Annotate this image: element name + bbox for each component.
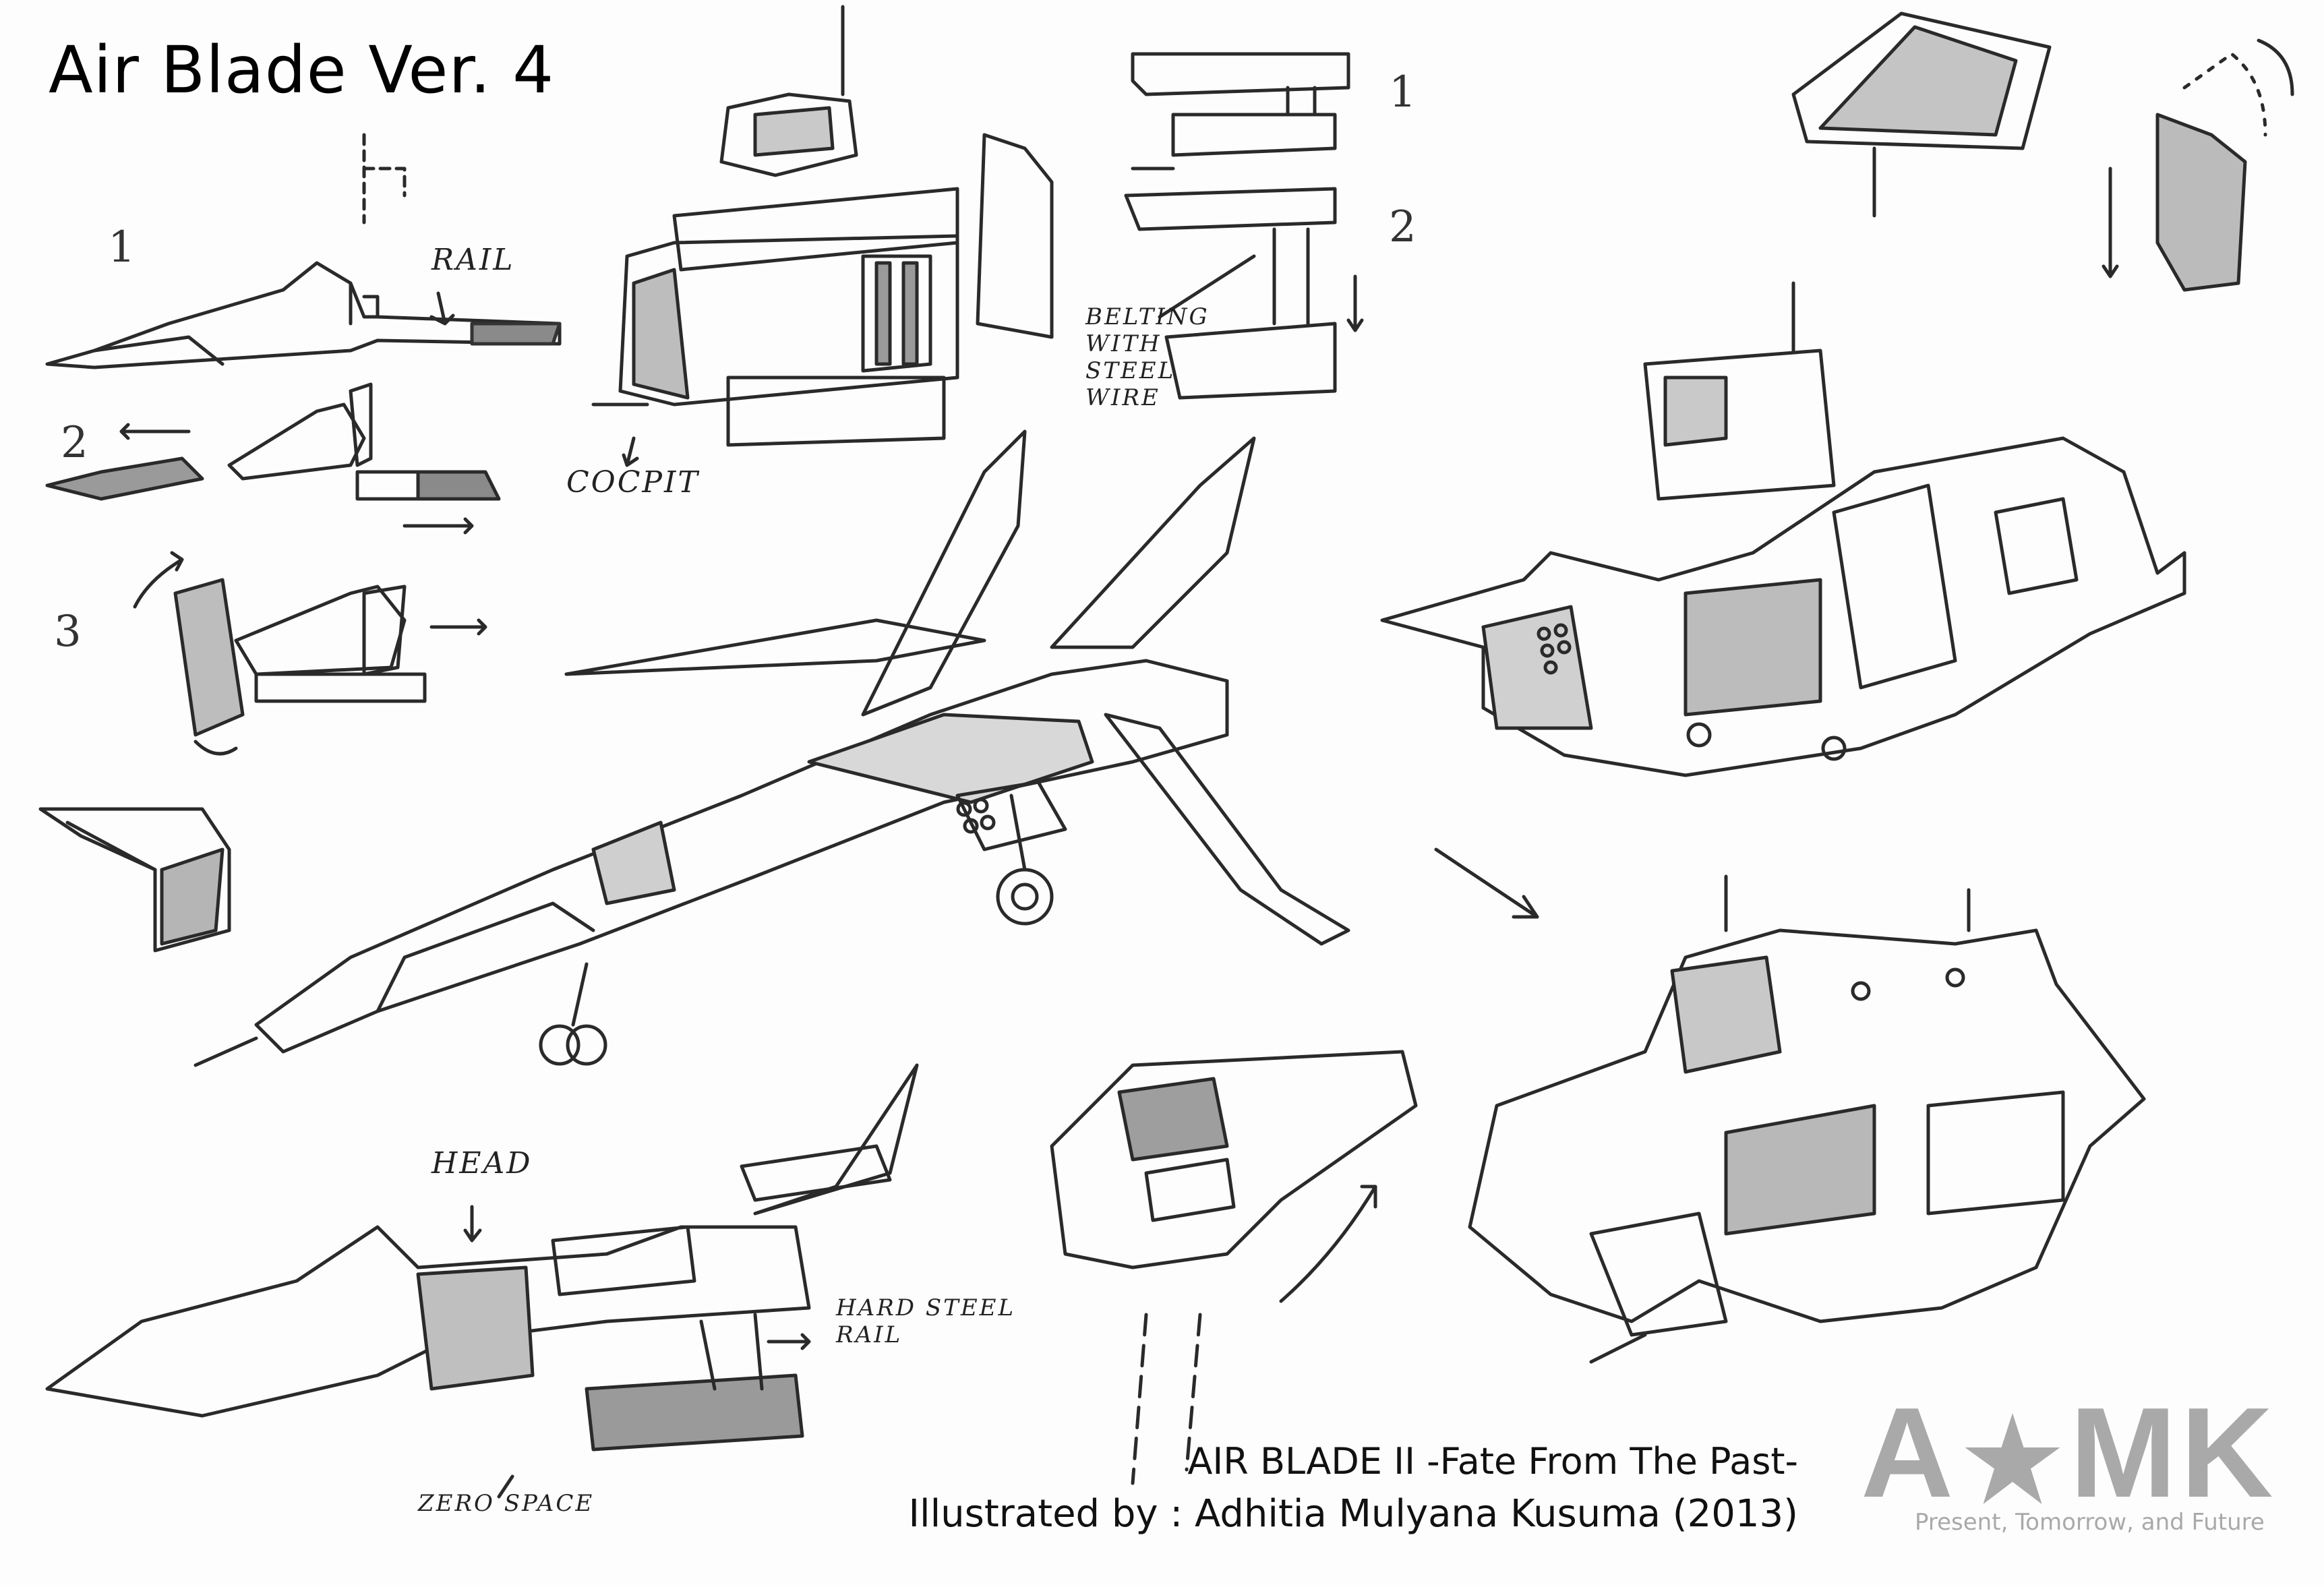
sketch-robot-deployed bbox=[1468, 874, 2146, 1364]
annotation-cockpit: COCPIT bbox=[566, 465, 700, 500]
annotation-head: HEAD bbox=[431, 1146, 533, 1180]
step-number-2: 2 bbox=[61, 418, 88, 468]
credits-title: AIR BLADE II -Fate From The Past- bbox=[1187, 1440, 1798, 1483]
logo-tagline: Present, Tomorrow, and Future bbox=[1915, 1509, 2265, 1536]
logo-star-icon bbox=[1965, 1413, 2060, 1504]
sketch-robot-closed bbox=[1380, 281, 2186, 777]
sketch-arm-module bbox=[1050, 1050, 1418, 1485]
annotation-belting: BeLTing WITH STEEL WIRE bbox=[1085, 303, 1210, 411]
sketch-fighter-jet bbox=[193, 429, 1350, 1067]
logo-letters-mk: MK bbox=[2070, 1381, 2277, 1524]
sketch-wing-flap bbox=[1791, 11, 2294, 292]
credits-illustrator: Illustrated by : Adhitia Mulyana Kusuma … bbox=[908, 1492, 1798, 1536]
sketch-side-profile bbox=[45, 1063, 919, 1499]
step-number-1: 1 bbox=[108, 222, 136, 272]
sketch-stage-1 bbox=[45, 133, 562, 369]
sketch-stage-3 bbox=[133, 551, 487, 756]
sketch-hand-mechanism bbox=[1124, 52, 1364, 400]
credits-block: AIR BLADE II -Fate From The Past- Illust… bbox=[909, 1436, 1798, 1541]
annotation-rail: RAIL bbox=[431, 243, 515, 277]
annotation-hard-steel-rail: HARD STEEL RAIL bbox=[836, 1294, 1016, 1348]
amk-logo: A MK Present, Tomorrow, and Future bbox=[1861, 1381, 2279, 1536]
hand-step-number-1: 1 bbox=[1389, 67, 1417, 117]
sketch-robot-vents bbox=[1537, 623, 1572, 675]
sheet-title: Air Blade Ver. 4 bbox=[49, 32, 555, 108]
sketch-cockpit-module bbox=[591, 5, 1054, 467]
hand-step-number-2: 2 bbox=[1389, 202, 1417, 252]
logo-letter-a: A bbox=[1861, 1381, 1958, 1524]
sketch-transform-arrow bbox=[1434, 847, 1539, 919]
sketch-stage-2 bbox=[45, 382, 501, 535]
sketch-fighter-vents bbox=[956, 798, 996, 834]
annotation-zero-space: ZERO SPACE bbox=[418, 1490, 595, 1517]
step-number-3: 3 bbox=[54, 607, 82, 657]
sketch-wing-fragment bbox=[38, 807, 231, 953]
